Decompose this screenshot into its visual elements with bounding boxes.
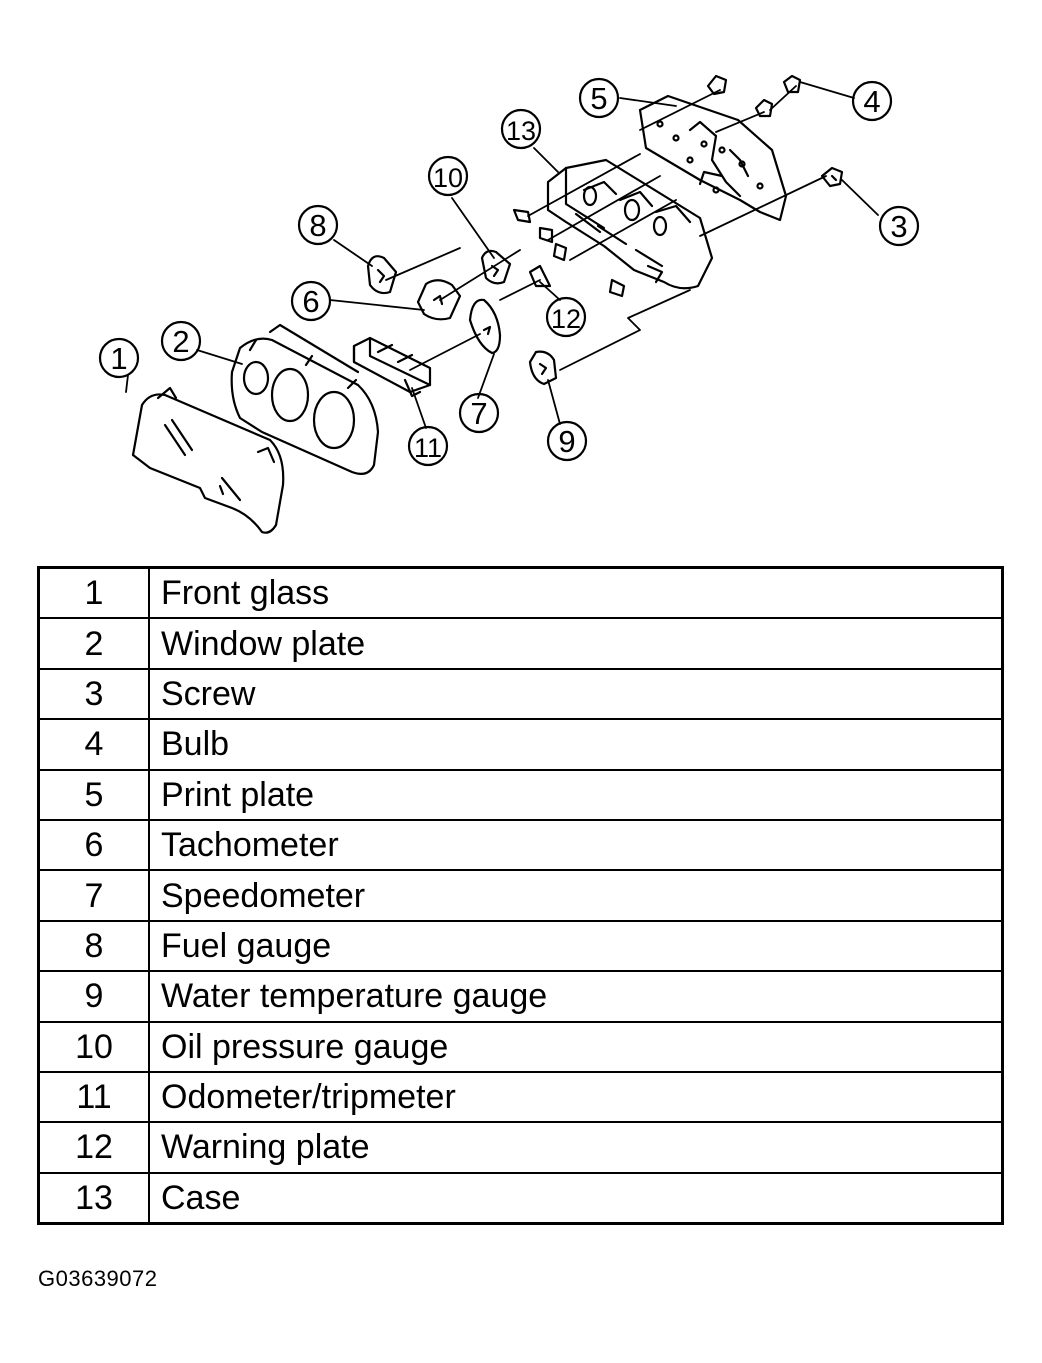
front-glass-part (131, 386, 285, 534)
callout-number: 7 (470, 396, 487, 431)
exploded-view-diagram: 1 2 3 4 5 6 7 8 9 10 11 12 (98, 74, 920, 534)
callout-number: 11 (414, 433, 442, 463)
callout-number: 12 (551, 304, 581, 334)
callout-number: 13 (506, 116, 536, 146)
callout-number: 6 (302, 284, 319, 319)
oil-pressure-gauge-part (480, 249, 512, 285)
figure-code: G03639072 (38, 1266, 158, 1291)
part-number: 2 (37, 617, 150, 670)
callout-number: 1 (110, 341, 127, 376)
part-name: Front glass (148, 566, 1004, 620)
part-number: 13 (37, 1171, 150, 1225)
part-number: 10 (37, 1020, 150, 1073)
water-temperature-gauge-part (528, 350, 558, 386)
callout-11: 11 (407, 425, 449, 467)
part-name: Warning plate (148, 1121, 1004, 1174)
callout-13: 13 (500, 108, 542, 150)
callout-10: 10 (427, 155, 469, 197)
part-name: Print plate (148, 768, 1004, 821)
part-name: Bulb (148, 718, 1004, 771)
case-part (512, 158, 714, 298)
leader-lines (125, 81, 879, 429)
part-number: 12 (37, 1121, 150, 1174)
warning-plate-part (528, 264, 552, 288)
part-number: 4 (37, 718, 150, 771)
speedometer-part (468, 298, 502, 355)
callout-number: 10 (433, 163, 463, 193)
alignment-lines (385, 85, 827, 371)
part-number: 8 (37, 919, 150, 973)
callout-12: 12 (545, 296, 587, 338)
part-number: 5 (37, 768, 150, 821)
callout-number: 2 (172, 324, 189, 359)
callout-8: 8 (297, 204, 339, 246)
callout-number: 9 (558, 424, 575, 459)
part-number: 3 (37, 667, 150, 721)
part-number: 9 (37, 970, 150, 1023)
window-plate-part (230, 323, 380, 475)
callout-5: 5 (578, 77, 620, 119)
callout-number: 8 (309, 208, 326, 243)
part-name: Oil pressure gauge (148, 1020, 1004, 1073)
part-number: 11 (37, 1070, 150, 1124)
fuel-gauge-part (366, 255, 398, 295)
callout-9: 9 (546, 420, 588, 462)
callout-number: 5 (590, 81, 607, 116)
part-name: Screw (148, 667, 1004, 721)
callout-number: 4 (863, 84, 880, 119)
callout-number: 3 (890, 209, 907, 244)
part-number: 6 (37, 818, 150, 872)
odometer-tripmeter-part (352, 336, 432, 398)
callout-2: 2 (160, 320, 202, 362)
part-name: Case (148, 1171, 1004, 1225)
part-name: Window plate (148, 617, 1004, 670)
part-name: Odometer/tripmeter (148, 1070, 1004, 1124)
callout-7: 7 (458, 392, 500, 434)
part-name: Speedometer (148, 869, 1004, 922)
part-number: 7 (37, 869, 150, 922)
callout-1: 1 (98, 337, 140, 379)
print-plate-part (638, 94, 788, 222)
part-name: Water temperature gauge (148, 970, 1004, 1023)
part-name: Fuel gauge (148, 919, 1004, 973)
callout-4: 4 (851, 80, 893, 122)
callout-3: 3 (878, 205, 920, 247)
screw-part (820, 166, 844, 188)
part-name: Tachometer (148, 818, 1004, 872)
part-number: 1 (37, 566, 150, 620)
callout-6: 6 (290, 280, 332, 322)
tachometer-part (416, 279, 462, 321)
